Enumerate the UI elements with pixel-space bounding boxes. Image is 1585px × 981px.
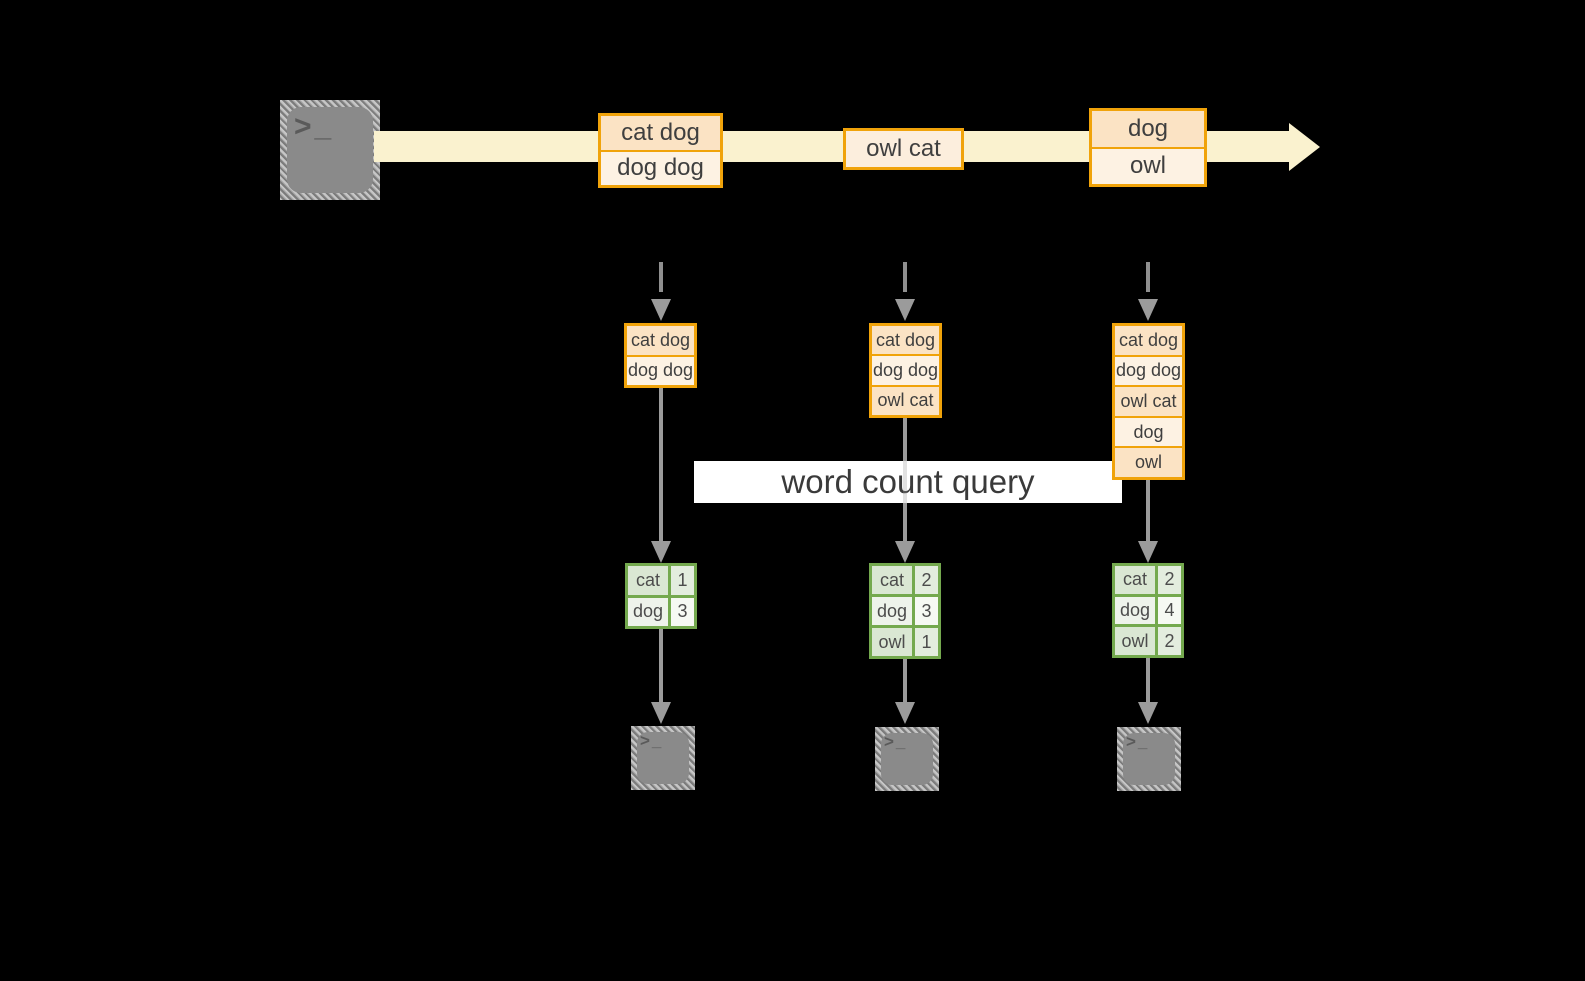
batch-line: dog dog (627, 354, 694, 385)
count-cell: 1 (671, 566, 694, 595)
arrowhead-2-icon (895, 541, 915, 563)
sink-terminal-1-icon: >_ (631, 726, 695, 790)
dashed-arrowhead-1-icon (651, 299, 671, 321)
arrowhead-3-icon (1138, 541, 1158, 563)
word-cell: cat (1115, 566, 1155, 594)
dashed-arrow-3 (1146, 262, 1150, 292)
dashed-arrowhead-3-icon (1138, 299, 1158, 321)
count-cell: 3 (671, 597, 694, 626)
event-line: cat dog (601, 116, 720, 150)
arrow-batch-to-table-3 (1146, 480, 1150, 541)
arrow-batch-to-table-1 (659, 388, 663, 541)
word-cell: dog (628, 597, 668, 626)
result-table-3: cat 2 dog 4 owl 2 (1112, 563, 1184, 658)
batch-line: cat dog (627, 326, 694, 355)
source-terminal-icon: >_ (280, 100, 380, 200)
word-cell: dog (1115, 596, 1155, 625)
sink-terminal-2-icon: >_ (875, 727, 939, 791)
input-batch-3: cat dog dog dog owl cat dog owl (1112, 323, 1185, 480)
terminal-screen (287, 107, 373, 193)
batch-line: cat dog (872, 326, 939, 355)
batch-line: dog dog (872, 354, 939, 385)
sink-terminal-3-icon: >_ (1117, 727, 1181, 791)
count-cell: 2 (915, 566, 938, 594)
count-cell: 4 (1158, 596, 1181, 625)
sink-arrowhead-1-icon (651, 702, 671, 724)
arrow-table-to-sink-2 (903, 659, 907, 702)
count-cell: 2 (1158, 627, 1181, 655)
event-line: dog (1092, 111, 1204, 147)
input-batch-1: cat dog dog dog (624, 323, 697, 388)
query-banner-label: word count query (781, 463, 1035, 500)
arrow-table-to-sink-3 (1146, 658, 1150, 702)
arrowhead-1-icon (651, 541, 671, 563)
stream-timeline-arrowhead-icon (1289, 123, 1320, 171)
arrow-through-banner (903, 461, 907, 503)
word-cell: cat (628, 566, 668, 595)
batch-line: dog (1115, 415, 1182, 447)
word-cell: cat (872, 566, 912, 594)
word-cell: owl (1115, 627, 1155, 655)
count-cell: 1 (915, 628, 938, 656)
arrow-table-to-sink-1 (659, 629, 663, 702)
terminal-prompt-icon: >_ (1126, 732, 1150, 751)
batch-line: cat dog (1115, 326, 1182, 355)
dashed-arrow-2 (903, 262, 907, 292)
batch-line: owl (1115, 446, 1182, 477)
terminal-screen (637, 732, 689, 784)
word-cell: owl (872, 628, 912, 656)
event-line: dog dog (601, 149, 720, 185)
word-cell: dog (872, 597, 912, 625)
dashed-arrowhead-2-icon (895, 299, 915, 321)
batch-line: owl cat (872, 384, 939, 415)
event-line: owl (1092, 146, 1204, 184)
input-batch-2: cat dog dog dog owl cat (869, 323, 942, 418)
terminal-screen (881, 733, 933, 785)
stream-event-2: owl cat (843, 128, 964, 170)
dashed-arrow-1 (659, 262, 663, 292)
sink-arrowhead-3-icon (1138, 702, 1158, 724)
terminal-prompt-icon: >_ (884, 732, 908, 751)
result-table-2: cat 2 dog 3 owl 1 (869, 563, 941, 659)
result-table-1: cat 1 dog 3 (625, 563, 697, 629)
query-banner: word count query (694, 461, 1122, 503)
event-line: owl cat (846, 131, 961, 167)
batch-line: dog dog (1115, 354, 1182, 386)
batch-line: owl cat (1115, 385, 1182, 416)
terminal-prompt-icon: >_ (640, 731, 664, 750)
stream-event-1: cat dog dog dog (598, 113, 723, 188)
count-cell: 3 (915, 597, 938, 625)
count-cell: 2 (1158, 566, 1181, 594)
stream-event-3: dog owl (1089, 108, 1207, 187)
sink-arrowhead-2-icon (895, 702, 915, 724)
terminal-prompt-icon: >_ (294, 110, 335, 143)
terminal-screen (1123, 733, 1175, 785)
